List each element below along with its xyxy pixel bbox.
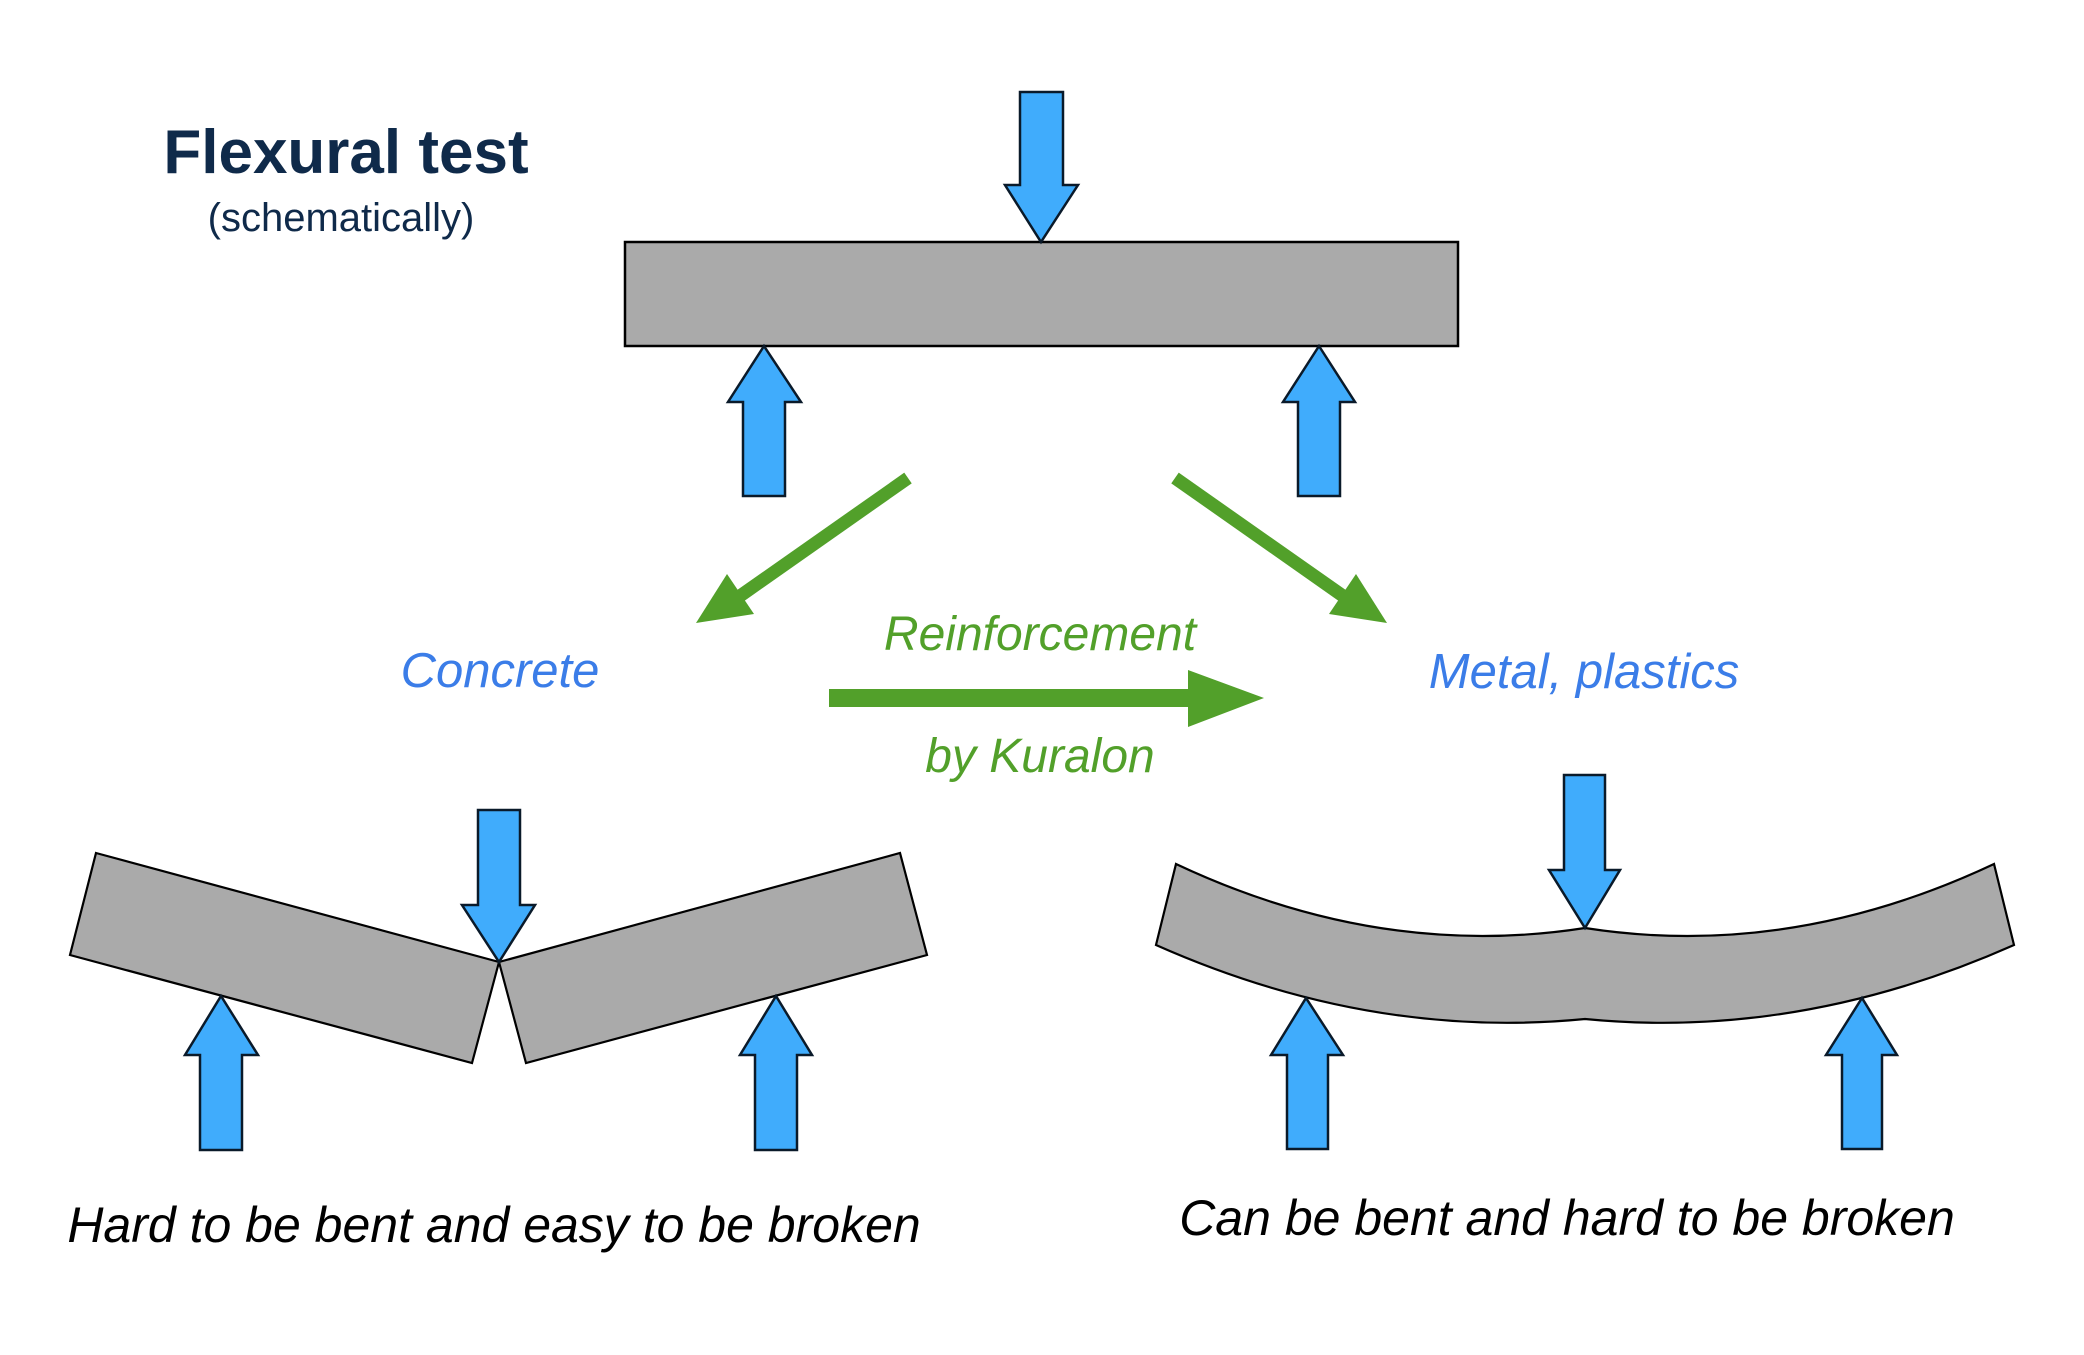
top-test-group [623,90,1460,498]
top-load-arrow-icon [1002,90,1081,245]
reinforcement-label: Reinforcement [884,608,1198,661]
bent-beam-group [1154,773,2016,1151]
broken-beam-load-arrow-icon [459,808,538,965]
flow-arrow-to-metal-shaft [1171,472,1347,602]
straight-beam [623,240,1460,348]
bent-beam [1154,862,2016,1024]
bent-beam-load-arrow-icon [1546,773,1623,931]
caption-concrete: Hard to be bent and easy to be broken [67,1197,920,1253]
flow-arrow-to-concrete-head-icon [696,574,754,623]
reinforcement-arrow-shaft [829,689,1191,707]
flow-arrow-to-metal-head-icon [1329,574,1387,623]
flow-arrow-to-concrete-shaft [736,472,912,602]
reinforcement-arrow-head-icon [1188,670,1264,727]
broken-beam-left-piece [68,851,501,1065]
diagram-subtitle: (schematically) [208,196,475,240]
bent-beam-left-support-arrow-icon [1268,995,1346,1151]
metal-plastics-label: Metal, plastics [1429,645,1739,699]
bent-beam-right-support-arrow-icon [1823,995,1900,1151]
diagram-title: Flexural test [163,118,528,187]
broken-beam-right-piece [497,851,929,1065]
flow-arrows [696,472,1387,727]
by-kuralon-label: by Kuralon [925,730,1154,783]
concrete-label: Concrete [401,644,600,698]
caption-metal-plastics: Can be bent and hard to be broken [1179,1190,1955,1246]
broken-beam-left-support-arrow-icon [182,993,261,1152]
top-right-support-arrow-icon [1280,343,1358,498]
broken-beam-right-support-arrow-icon [737,993,815,1152]
top-left-support-arrow-icon [725,343,804,498]
broken-beam-group [68,808,929,1152]
